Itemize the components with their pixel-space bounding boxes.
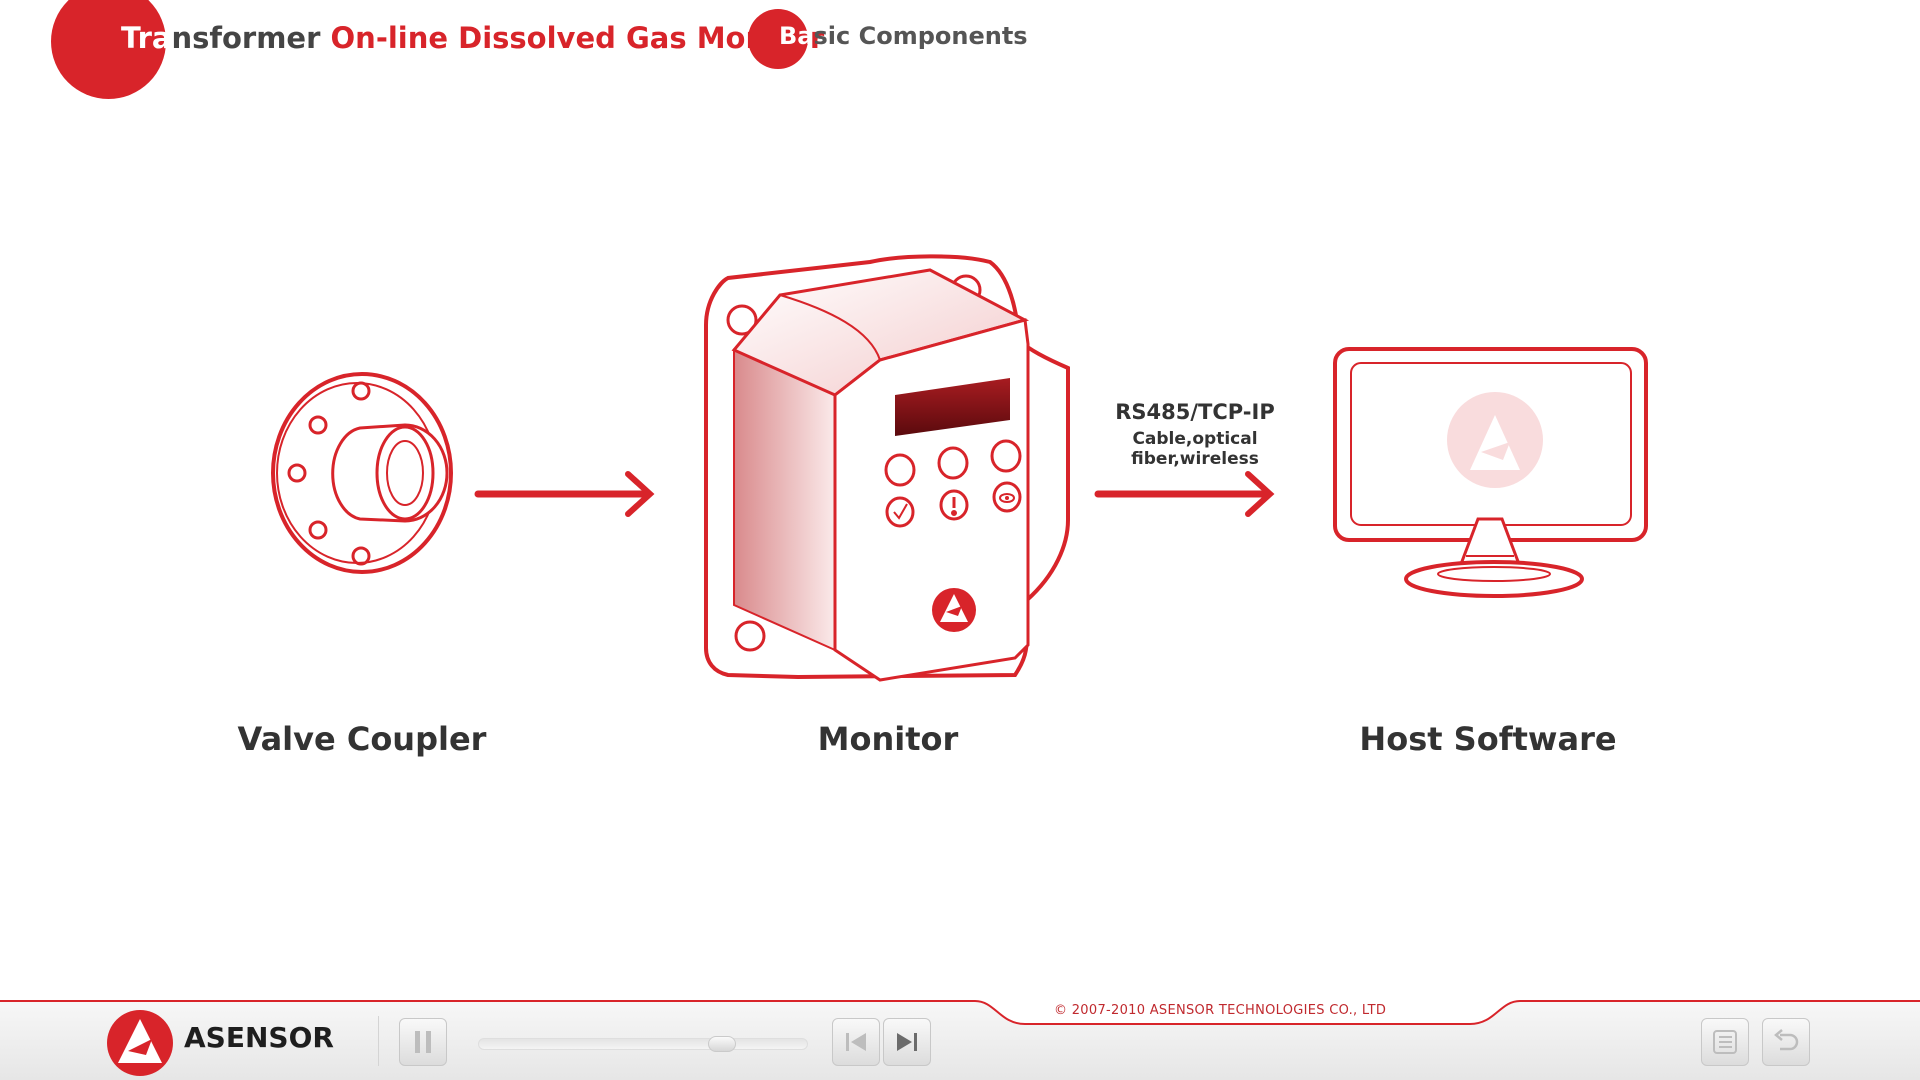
- pause-button[interactable]: [399, 1018, 447, 1066]
- footer-background: [0, 1000, 1920, 1080]
- player-footer: [0, 998, 1920, 1080]
- return-icon: [1774, 1029, 1799, 1051]
- label-monitor: Monitor: [817, 720, 959, 758]
- copyright-text: © 2007-2010 ASENSOR TECHNOLOGIES CO., LT…: [1054, 1003, 1387, 1018]
- menu-button[interactable]: [1701, 1018, 1749, 1066]
- pause-icon: [415, 1031, 431, 1053]
- components-diagram: [271, 254, 1648, 682]
- return-button[interactable]: [1762, 1018, 1810, 1066]
- progress-fill: [479, 1039, 728, 1049]
- connection-protocol: RS485/TCP-IP: [1115, 400, 1275, 424]
- title-part1-white: Tra: [121, 21, 172, 55]
- skip-forward-icon: [897, 1033, 917, 1051]
- footer-divider: [378, 1016, 379, 1066]
- connection-media: Cable,optical fiber,wireless: [1131, 429, 1259, 469]
- label-host-software: Host Software: [1359, 720, 1617, 758]
- section-circle-decoration: [748, 9, 808, 69]
- section-title: Basic Components: [779, 22, 1028, 50]
- title-part1-dark: nsformer: [171, 21, 321, 55]
- computer-display-icon: [1333, 347, 1648, 598]
- title-part2: On-line Dissolved Gas Monitor: [330, 21, 825, 55]
- valve-coupler-icon: [271, 372, 453, 574]
- connection-info: RS485/TCP-IP Cable,optical fiber,wireles…: [1070, 400, 1320, 469]
- progress-track[interactable]: [478, 1038, 808, 1050]
- previous-button[interactable]: [832, 1018, 880, 1066]
- next-button[interactable]: [883, 1018, 931, 1066]
- section-title-white: Ba: [779, 22, 814, 50]
- menu-list-icon: [1713, 1030, 1737, 1054]
- arrow-monitor-to-host: [1094, 471, 1275, 517]
- header-circle-decoration: [51, 0, 166, 99]
- skip-back-icon: [846, 1033, 866, 1051]
- monitor-device-icon: [704, 254, 1070, 682]
- page-title: Transformer On-line Dissolved Gas Monito…: [121, 21, 824, 55]
- section-title-dark: sic Components: [813, 22, 1028, 50]
- brand-name: ASENSOR: [184, 1021, 334, 1054]
- asensor-logo-icon: [107, 1010, 173, 1076]
- arrow-coupler-to-monitor: [474, 471, 655, 517]
- label-valve-coupler: Valve Coupler: [237, 720, 487, 758]
- progress-thumb[interactable]: [708, 1036, 736, 1052]
